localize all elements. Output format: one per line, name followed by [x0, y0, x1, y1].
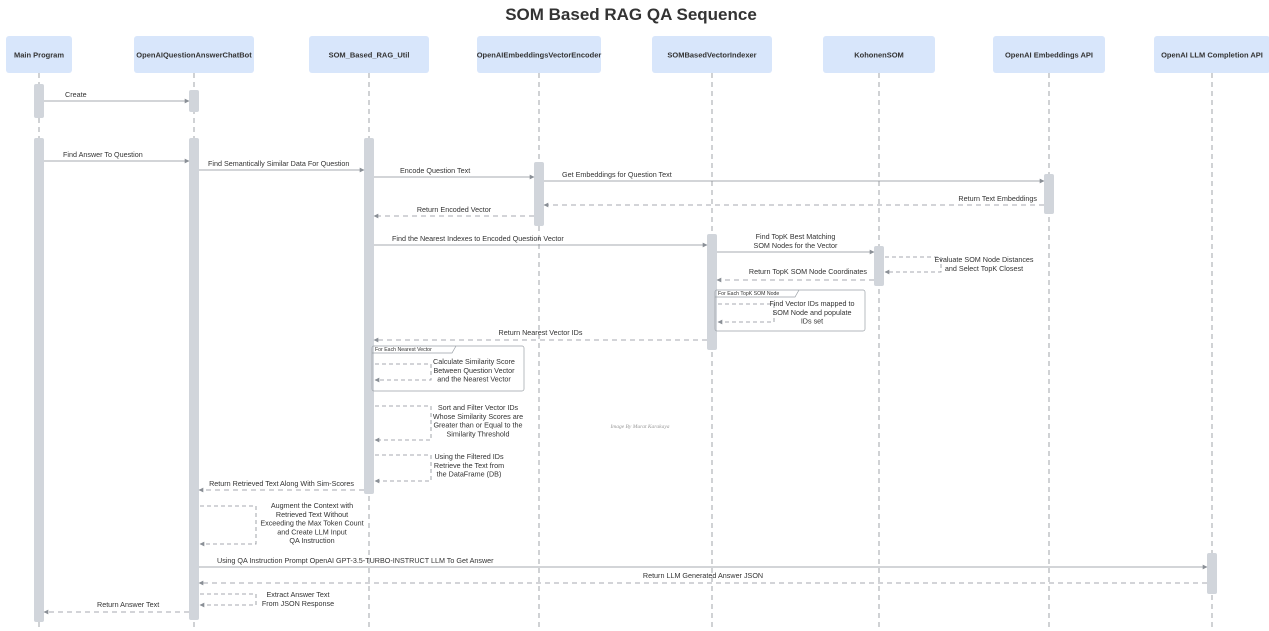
message-reply: Return Encoded Vector [373, 205, 534, 219]
self-message-arrow [199, 593, 257, 608]
message-sync: Using QA Instruction Prompt OpenAI GPT-3… [199, 556, 1208, 570]
message-label: Return Nearest Vector IDs [499, 328, 583, 337]
participant-main-program: Main Program [6, 36, 72, 73]
participant-box [652, 36, 772, 73]
image-credit: Image By Murat Karakaya [609, 424, 669, 430]
participant-sombasedvectorindexer: SOMBasedVectorIndexer [652, 36, 772, 73]
activation-bar [1044, 174, 1054, 214]
fragment-label-tab [372, 345, 457, 354]
fragment-frame [714, 289, 866, 332]
fragment-label: For Each TopK SOM Node [718, 291, 779, 297]
message-label: Return TopK SOM Node Coordinates [749, 267, 868, 276]
message-sync: Find the Nearest Indexes to Encoded Ques… [374, 234, 708, 248]
participant-openaiembeddingsvectorencoder: OpenAIEmbeddingsVectorEncoder [477, 36, 602, 73]
message-sync: Get Embeddings for Question Text [544, 170, 1045, 184]
participant-label: Main Program [14, 51, 64, 60]
message-reply: Return LLM Generated Answer JSON [198, 571, 1207, 586]
activation-bar [34, 84, 44, 118]
participant-openai-embeddings-api: OpenAI Embeddings API [993, 36, 1105, 73]
message-label: Return Encoded Vector [417, 205, 492, 214]
activation-bar [534, 162, 544, 226]
message-reply: Return Text Embeddings [543, 194, 1044, 208]
message-reply: Return TopK SOM Node Coordinates [716, 267, 874, 283]
participant-openai-llm-completion-api: OpenAI LLM Completion API [1154, 36, 1269, 73]
self-message-arrow [374, 363, 432, 383]
participant-box [1154, 36, 1269, 73]
message-reply: Return Nearest Vector IDs [373, 328, 707, 343]
loop-fragment: For Each TopK SOM Node [714, 289, 866, 332]
participant-box [823, 36, 935, 73]
participant-kohonensom: KohonenSOM [823, 36, 935, 73]
fragment-frame [371, 345, 525, 392]
fragment-label-tab [715, 289, 800, 298]
participant-som-based-rag-util: SOM_Based_RAG_Util [309, 36, 429, 73]
participant-box [477, 36, 601, 73]
message-label: Using QA Instruction Prompt OpenAI GPT-3… [217, 556, 494, 565]
activation-bar [364, 138, 374, 494]
message-sync: Create [44, 90, 190, 104]
participant-box [6, 36, 72, 73]
fragment-label: For Each Nearest Vector [375, 347, 432, 353]
activation-bar [707, 234, 717, 350]
message-sync: Encode Question Text [374, 166, 535, 180]
participant-label: KohonenSOM [854, 51, 904, 60]
message-sync: Find Answer To Question [44, 150, 190, 164]
message-label: Return Retrieved Text Along With Sim-Sco… [209, 479, 354, 488]
participant-label: OpenAI LLM Completion API [1161, 51, 1263, 60]
message-label: Return Answer Text [97, 600, 159, 609]
self-message-arrow [199, 505, 257, 547]
participant-label: OpenAIEmbeddingsVectorEncoder [477, 51, 602, 60]
message-label: Encode Question Text [400, 166, 470, 175]
participant-label: OpenAIQuestionAnswerChatBot [136, 51, 252, 60]
activation-bar [874, 246, 884, 286]
message-label: Find the Nearest Indexes to Encoded Ques… [392, 234, 564, 243]
message-reply: Return Retrieved Text Along With Sim-Sco… [198, 479, 364, 493]
self-message-arrow [374, 454, 432, 484]
message-label: Return Text Embeddings [958, 194, 1037, 203]
activation-bar [1207, 553, 1217, 594]
message-label: Find Answer To Question [63, 150, 143, 159]
participant-label: SOMBasedVectorIndexer [667, 51, 756, 60]
message-reply: Return Answer Text [43, 600, 189, 615]
loop-fragment: For Each Nearest Vector [371, 345, 525, 392]
participant-openaiquestionanswerchatbot: OpenAIQuestionAnswerChatBot [134, 36, 254, 73]
self-message-arrow [374, 405, 432, 443]
message-label: Return LLM Generated Answer JSON [643, 571, 763, 580]
participant-label: OpenAI Embeddings API [1005, 51, 1093, 60]
participant-box [993, 36, 1105, 73]
message-label: Find Semantically Similar Data For Quest… [208, 159, 349, 168]
self-message-arrow [717, 303, 775, 325]
message-label: Get Embeddings for Question Text [562, 170, 672, 179]
participant-box [134, 36, 254, 73]
participant-label: SOM_Based_RAG_Util [329, 51, 410, 60]
activation-bar [34, 138, 44, 622]
message-sync: Find Semantically Similar Data For Quest… [199, 159, 365, 173]
participant-box [309, 36, 429, 73]
activation-bar [189, 90, 199, 112]
self-message-arrow [884, 256, 942, 275]
activation-bar [189, 138, 199, 620]
diagram-title: SOM Based RAG QA Sequence [505, 5, 757, 24]
message-label: Create [65, 90, 87, 99]
